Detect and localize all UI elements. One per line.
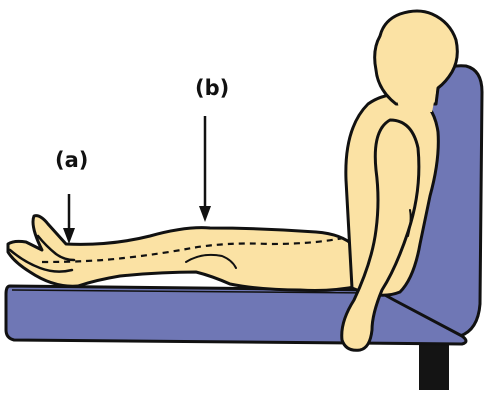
legs [8, 216, 362, 291]
label-b: (b) [195, 76, 229, 100]
arrow-b-head [199, 206, 211, 222]
label-a: (a) [55, 148, 88, 172]
bed-leg [419, 338, 449, 390]
